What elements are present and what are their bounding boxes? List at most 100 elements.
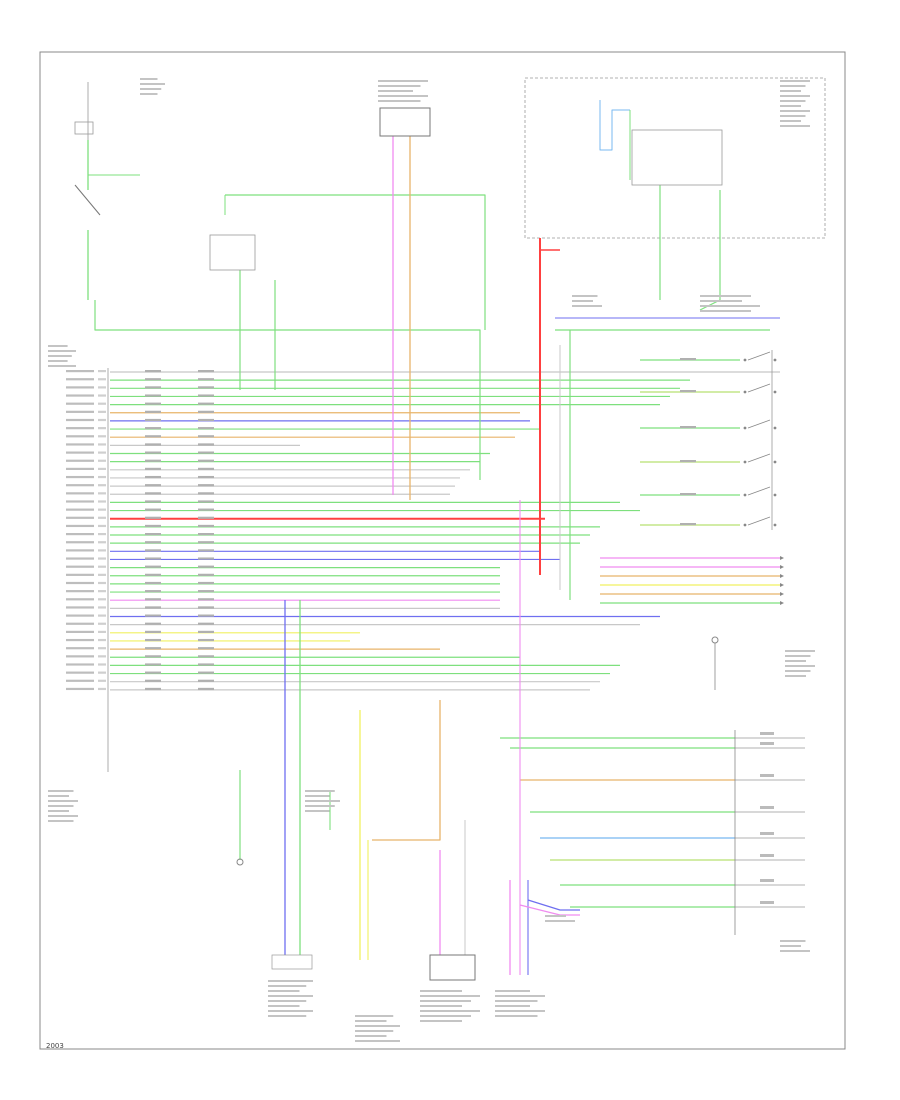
label-text-mark (780, 85, 806, 87)
circuit-id (198, 565, 214, 568)
circuit-id (198, 508, 214, 511)
label-text-mark (495, 990, 530, 992)
pin-label (66, 581, 94, 585)
circuit-id (198, 655, 214, 658)
label-text-mark (378, 100, 421, 102)
module-wire (527, 899, 580, 911)
switch-icon (74, 184, 101, 216)
solenoid-icon (429, 954, 476, 981)
label-text-mark (572, 295, 598, 297)
wire-color-code (145, 386, 161, 389)
circuit-id (198, 427, 214, 430)
wire-color-code (145, 687, 161, 691)
label-text-mark (140, 78, 158, 80)
circuit-id (198, 435, 214, 438)
label-text-mark (268, 990, 300, 992)
label-text-mark (780, 110, 810, 112)
figure-id: 2003 (46, 1042, 64, 1050)
wire-color-code (145, 435, 161, 438)
circuit-id (198, 581, 214, 585)
pin-label (760, 879, 774, 882)
pin-number (98, 475, 106, 479)
label-text-mark (268, 1005, 300, 1007)
pin-number (98, 679, 106, 682)
label-text-mark (48, 365, 76, 367)
label-text-mark (780, 105, 801, 107)
switch-icon (747, 351, 771, 361)
label-text-mark (545, 915, 566, 917)
label-text-mark (785, 670, 811, 672)
circuit-id (198, 533, 214, 536)
sensor-wire (372, 700, 441, 841)
label-text-mark (700, 295, 751, 297)
circuit-id (198, 630, 214, 633)
switch-label (680, 493, 696, 496)
connector-icon (379, 107, 431, 137)
pin-label (66, 590, 94, 593)
circuit-id (198, 647, 214, 650)
pin-label (66, 500, 94, 503)
label-text-mark (700, 300, 742, 302)
pin-label (66, 516, 94, 519)
wire-color-code (145, 573, 161, 576)
fuse-icon (74, 121, 94, 135)
pin-number (98, 663, 106, 666)
label-text-mark (785, 660, 806, 662)
label-text-mark (268, 980, 313, 982)
circuit-id (198, 606, 214, 609)
pin-label (66, 524, 94, 528)
label-text-mark (140, 93, 158, 95)
pin-label (66, 484, 94, 487)
switch-contact (743, 426, 747, 430)
circuit-id (198, 451, 214, 454)
wire-layer (87, 82, 805, 975)
switch-contact (773, 460, 777, 464)
switch-icon (747, 419, 771, 429)
label-text-mark (378, 85, 421, 87)
switch-contact (773, 390, 777, 394)
circuit-id (198, 516, 214, 519)
connector-icon (271, 954, 313, 970)
label-text-mark (780, 95, 810, 97)
wire-color-code (145, 500, 161, 503)
pin-label (66, 386, 94, 389)
relay-wire (599, 100, 630, 151)
pin-number (98, 622, 106, 625)
label-text-mark (420, 1010, 480, 1012)
wire-color-code (145, 402, 161, 405)
pin-label (66, 573, 94, 576)
label-text-mark (268, 1000, 307, 1002)
pin-number (98, 492, 106, 495)
pin-label (66, 598, 94, 601)
circuit-id (198, 378, 214, 381)
wire-color-code (145, 459, 161, 462)
label-text-mark (545, 920, 575, 922)
label-text-mark (785, 665, 815, 667)
pin-number (98, 427, 106, 430)
wire-color-code (145, 614, 161, 617)
circuit-id (198, 638, 214, 642)
circuit-id (198, 622, 214, 625)
label-text-mark (268, 995, 313, 997)
pin-number (98, 435, 106, 438)
connector-arrow (780, 574, 784, 578)
pin-label (760, 806, 774, 809)
label-text-mark (48, 795, 69, 797)
switch-icon (747, 453, 771, 463)
wire-color-code (145, 638, 161, 642)
wire-color-code (145, 410, 161, 413)
pin-label (760, 742, 774, 745)
wire-color-code (145, 394, 161, 397)
pin-number (98, 370, 106, 373)
label-text-mark (268, 1010, 313, 1012)
label-text-mark (355, 1020, 387, 1022)
pin-label (66, 402, 94, 405)
circuit-id (198, 524, 214, 528)
label-text-mark (780, 90, 801, 92)
switch-contact (773, 358, 777, 362)
switch-icon (747, 486, 771, 496)
pin-label (760, 732, 774, 735)
label-text-mark (420, 1000, 471, 1002)
pin-label (66, 622, 94, 625)
